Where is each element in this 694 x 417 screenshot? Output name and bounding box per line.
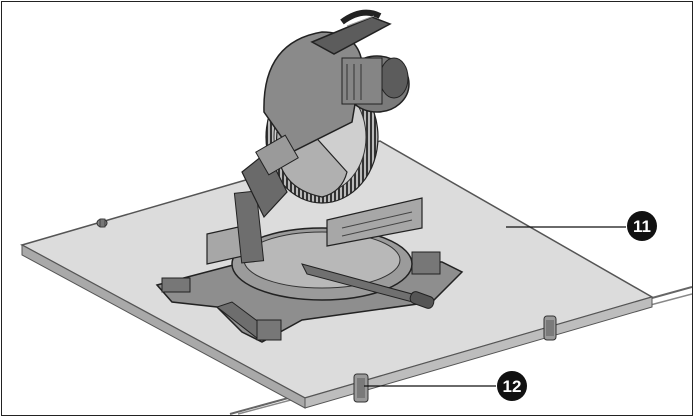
saw-head	[241, 9, 410, 219]
board-fastener	[96, 218, 108, 228]
rail-clamp-lower	[353, 373, 369, 403]
callout-11-number: 11	[633, 217, 651, 236]
callout-12: 12	[497, 371, 527, 401]
callout-12-number: 12	[503, 377, 522, 396]
rail-clamp	[543, 315, 557, 341]
callout-11: 11	[627, 211, 657, 241]
saw-base	[155, 190, 464, 343]
